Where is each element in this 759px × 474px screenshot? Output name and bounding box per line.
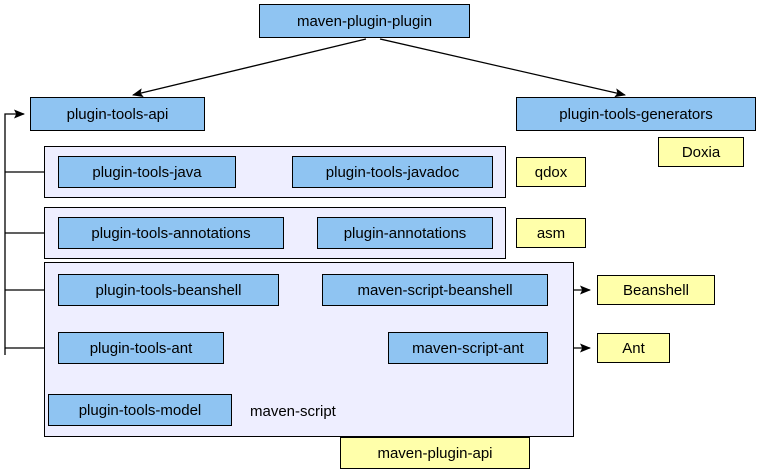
node-maven-script-ant[interactable]: maven-script-ant: [388, 332, 548, 364]
node-ant[interactable]: Ant: [597, 333, 670, 363]
node-doxia[interactable]: Doxia: [658, 137, 744, 167]
edge-spine-to-tools-api: [4, 109, 25, 355]
node-plugin-tools-beanshell[interactable]: plugin-tools-beanshell: [58, 274, 279, 306]
node-asm[interactable]: asm: [516, 218, 586, 248]
group-maven-script-label: maven-script: [250, 403, 336, 420]
node-plugin-tools-java[interactable]: plugin-tools-java: [58, 156, 236, 188]
node-plugin-tools-annotations[interactable]: plugin-tools-annotations: [58, 217, 284, 249]
node-plugin-annotations[interactable]: plugin-annotations: [317, 217, 493, 249]
edge-plugin-plugin-to-tools-api: [132, 38, 367, 98]
node-plugin-tools-ant[interactable]: plugin-tools-ant: [58, 332, 224, 364]
node-beanshell[interactable]: Beanshell: [597, 275, 715, 305]
node-maven-plugin-api[interactable]: maven-plugin-api: [340, 437, 530, 469]
node-qdox[interactable]: qdox: [516, 157, 586, 187]
edge-plugin-plugin-to-generators: [379, 38, 626, 98]
node-maven-plugin-plugin[interactable]: maven-plugin-plugin: [259, 4, 470, 38]
node-plugin-tools-model[interactable]: plugin-tools-model: [48, 394, 232, 426]
node-plugin-tools-api[interactable]: plugin-tools-api: [30, 97, 205, 131]
node-plugin-tools-javadoc[interactable]: plugin-tools-javadoc: [292, 156, 493, 188]
node-maven-script-beanshell[interactable]: maven-script-beanshell: [322, 274, 548, 306]
node-plugin-tools-generators[interactable]: plugin-tools-generators: [516, 97, 756, 131]
